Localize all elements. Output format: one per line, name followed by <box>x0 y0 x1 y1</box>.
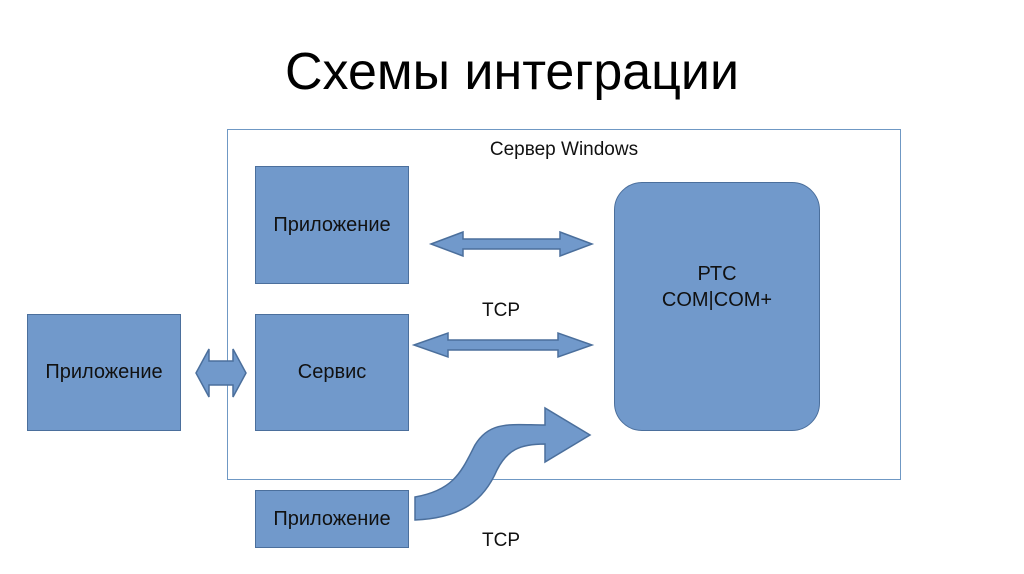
server-windows-frame <box>227 129 901 480</box>
rtc-com-box: РТС COM|COM+ <box>614 182 820 431</box>
page-title: Схемы интеграции <box>284 43 740 101</box>
service-box: Сервис <box>255 314 409 431</box>
double-arrow-top <box>428 230 595 258</box>
double-arrow-left <box>195 348 247 398</box>
app-bottom-label: Приложение <box>273 507 391 530</box>
tcp-mid-label: TCP <box>482 300 520 321</box>
curved-arrow-bottom <box>414 406 592 521</box>
app-top-label: Приложение <box>273 213 391 236</box>
rtc-label: РТС <box>697 262 737 285</box>
service-label: Сервис <box>297 361 367 383</box>
com-label: COM|COM+ <box>661 288 773 311</box>
app-left-label: Приложение <box>45 361 163 383</box>
app-left-box: Приложение <box>27 314 181 431</box>
app-top-box: Приложение <box>255 166 409 284</box>
app-bottom-box: Приложение <box>255 490 409 548</box>
tcp-bottom-label: TCP <box>482 530 520 551</box>
server-windows-label: Сервер Windows <box>489 139 639 160</box>
double-arrow-middle <box>411 331 595 359</box>
